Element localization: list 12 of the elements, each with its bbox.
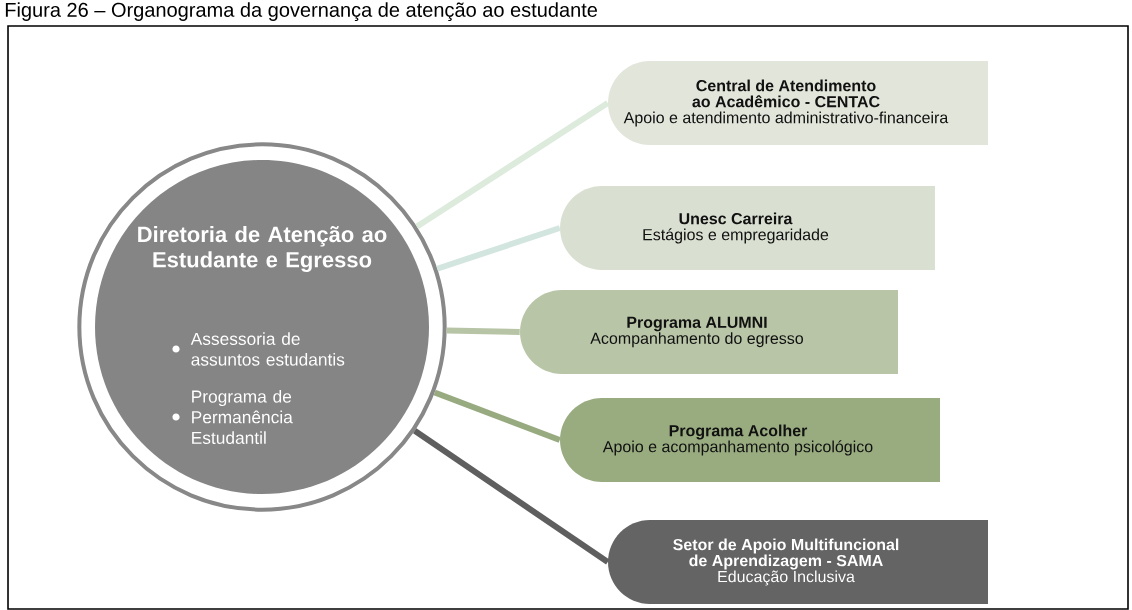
- unit-box: Unesc Carreira Estágios e empregaridade: [560, 186, 935, 270]
- circle-node: Diretoria de Atenção ao Estudante e Egresso Assessoria de assuntos estudantis Programa de Permanência Estudantil: [77, 142, 447, 512]
- connector-line: [436, 225, 561, 272]
- figure-title: Figura 26 – Organograma da governança de atenção ao estudante: [5, 2, 597, 21]
- connector-line: [433, 389, 561, 443]
- unit-box: Programa Acolher Apoio e acompanhamento psicológico: [560, 398, 940, 482]
- connector-line: [415, 100, 610, 230]
- connector-line: [413, 428, 610, 565]
- unit-box: Programa ALUMNI Acompanhamento do egresso: [520, 290, 898, 374]
- unit-box: Central de Atendimento ao Acadêmico - CENTAC Apoio e atendimento administrativo-financeira: [608, 61, 988, 145]
- connector-line: [446, 327, 520, 335]
- unit-box: Setor de Apoio Multifuncional de Aprendizagem - SAMA Educação Inclusiva: [608, 520, 988, 604]
